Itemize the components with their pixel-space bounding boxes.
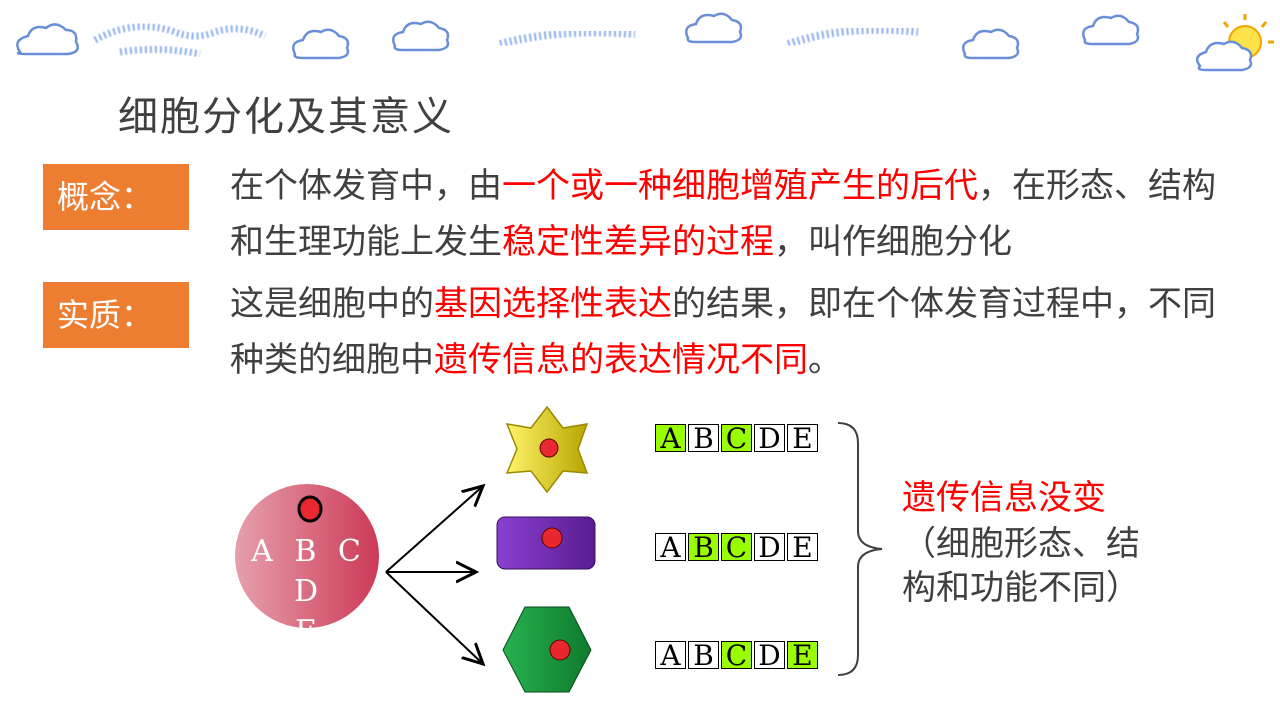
gene-box-e: E <box>787 533 818 562</box>
concept-label: 概念： <box>43 164 189 230</box>
essence-segment-emphasis: 基因选择性表达 <box>434 284 672 324</box>
gene-box-e: E <box>787 424 818 453</box>
gene-box-b-active: B <box>688 533 719 562</box>
cloud-icon <box>962 28 1020 60</box>
page-title: 细胞分化及其意义 <box>118 94 454 140</box>
essence-label: 实质： <box>43 282 189 348</box>
gene-box-c-active: C <box>721 641 752 670</box>
gene-box-d: D <box>754 424 785 453</box>
gene-box-c-active: C <box>721 424 752 453</box>
differentiation-arrows <box>385 486 483 664</box>
rectangle-cell <box>496 516 596 570</box>
essence-segment: 。 <box>808 340 842 380</box>
wispy-cloud-icon <box>93 23 267 58</box>
cloud-icon <box>16 23 79 56</box>
gene-box-d: D <box>754 641 785 670</box>
rectangle-cell-nucleus <box>541 527 563 549</box>
wispy-cloud-icon <box>498 28 636 48</box>
conclusion-note-line1: （细胞形态、结 <box>902 524 1140 564</box>
essence-segment-emphasis: 遗传信息的表达情况不同 <box>434 340 808 380</box>
gene-box-c-active: C <box>721 533 752 562</box>
cloud-icon <box>685 12 743 44</box>
cloud-icon <box>292 28 350 60</box>
gene-box-a: A <box>655 641 686 670</box>
cloud-icon <box>392 20 450 52</box>
parent-nucleus <box>297 495 323 523</box>
parent-genes-line1: A B C D <box>251 534 367 609</box>
header-decoration <box>16 12 1274 72</box>
gene-box-b: B <box>688 641 719 670</box>
parent-cell-genes: A B C D E <box>239 532 379 652</box>
star-cell-nucleus <box>539 438 559 458</box>
essence-segment: 这是细胞中的 <box>230 284 434 324</box>
concept-segment: ，在形态、结构和生理功能上发生 <box>230 166 1216 262</box>
parent-genes-line2: E <box>295 614 323 649</box>
conclusion-note-line2: 构和功能不同） <box>902 568 1140 608</box>
gene-box-d: D <box>754 533 785 562</box>
concept-segment: ，叫作细胞分化 <box>774 222 1012 262</box>
concept-definition: 在个体发育中，由一个或一种细胞增殖产生的后代，在形态、结构和生理功能上发生稳定性… <box>230 158 1240 270</box>
concept-segment: 在个体发育中，由 <box>230 166 502 206</box>
essence-segment: 的结果，即在个体发育过程中，不同种类的细胞中 <box>230 284 1216 380</box>
hexagon-cell <box>502 606 592 693</box>
essence-definition: 这是细胞中的基因选择性表达的结果，即在个体发育过程中，不同种类的细胞中遗传信息的… <box>230 276 1240 388</box>
cloud-icon <box>1195 40 1253 72</box>
star-cell <box>505 405 589 494</box>
concept-segment-emphasis: 一个或一种细胞增殖产生的后代 <box>502 166 978 206</box>
concept-segment-emphasis: 稳定性差异的过程 <box>502 222 774 262</box>
conclusion-title: 遗传信息没变 <box>902 478 1106 518</box>
gene-box-a: A <box>655 533 686 562</box>
cloud-icon <box>1082 14 1140 46</box>
gene-box-e-active: E <box>787 641 818 670</box>
right-curly-brace <box>837 422 883 676</box>
gene-box-b: B <box>688 424 719 453</box>
wispy-cloud-icon <box>786 25 919 48</box>
hexagon-cell-nucleus <box>549 639 571 661</box>
gene-box-a-active: A <box>655 424 686 453</box>
